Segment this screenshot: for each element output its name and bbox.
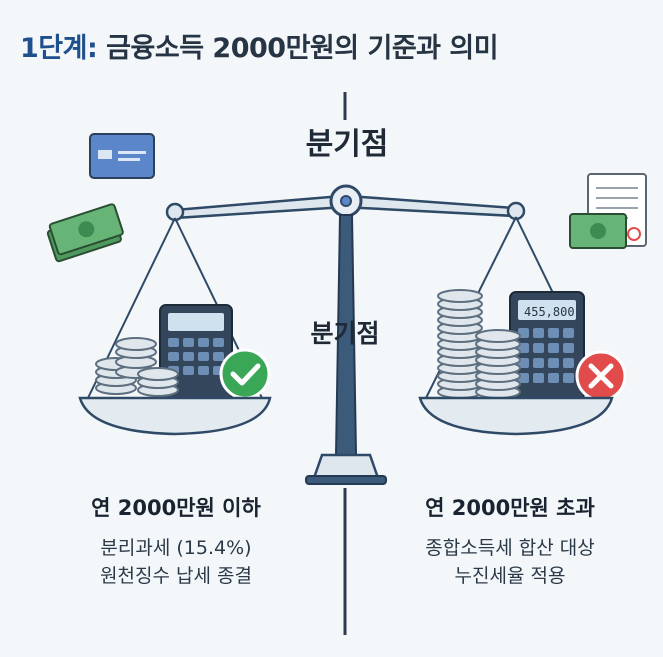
below-threshold-heading: 연 2000만원 이하 (91, 496, 261, 520)
below-threshold-line-1: 분리과세 (15.4%) (100, 537, 252, 559)
money-stack-icon (46, 203, 124, 263)
calculator-display: 455,800 (524, 305, 575, 319)
scale-pan-right (418, 396, 614, 436)
scale-pan-left (78, 396, 272, 436)
below-threshold-line-2: 원천징수 납세 종결 (100, 565, 252, 587)
coin-stack-left (95, 337, 179, 397)
coin-stack-right (437, 289, 521, 399)
title-text: 금융소득 2000만원의 기준과 의미 (106, 33, 499, 64)
money-icon (569, 213, 627, 249)
x-icon (575, 350, 627, 402)
scale-base (312, 453, 380, 480)
below-threshold-section: 연 2000만원 이하 분리과세 (15.4%) 원천징수 납세 종결 (26, 492, 326, 590)
above-threshold-line-1: 종합소득세 합산 대상 (425, 537, 595, 559)
above-threshold-section: 연 2000만원 초과 종합소득세 합산 대상 누진세율 적용 (360, 492, 660, 590)
credit-card-icon (89, 133, 155, 179)
beam-end-left (165, 202, 185, 222)
above-threshold-line-2: 누진세율 적용 (454, 565, 566, 587)
breakpoint-label-middle: 분기점 (310, 319, 380, 348)
page-title: 1단계: 금융소득 2000만원의 기준과 의미 (20, 26, 499, 65)
beam-end-right (506, 201, 526, 221)
breakpoint-label-top: 분기점 (305, 127, 389, 162)
step-label: 1단계: (20, 33, 98, 64)
check-icon (219, 348, 271, 400)
above-threshold-heading: 연 2000만원 초과 (425, 496, 595, 520)
